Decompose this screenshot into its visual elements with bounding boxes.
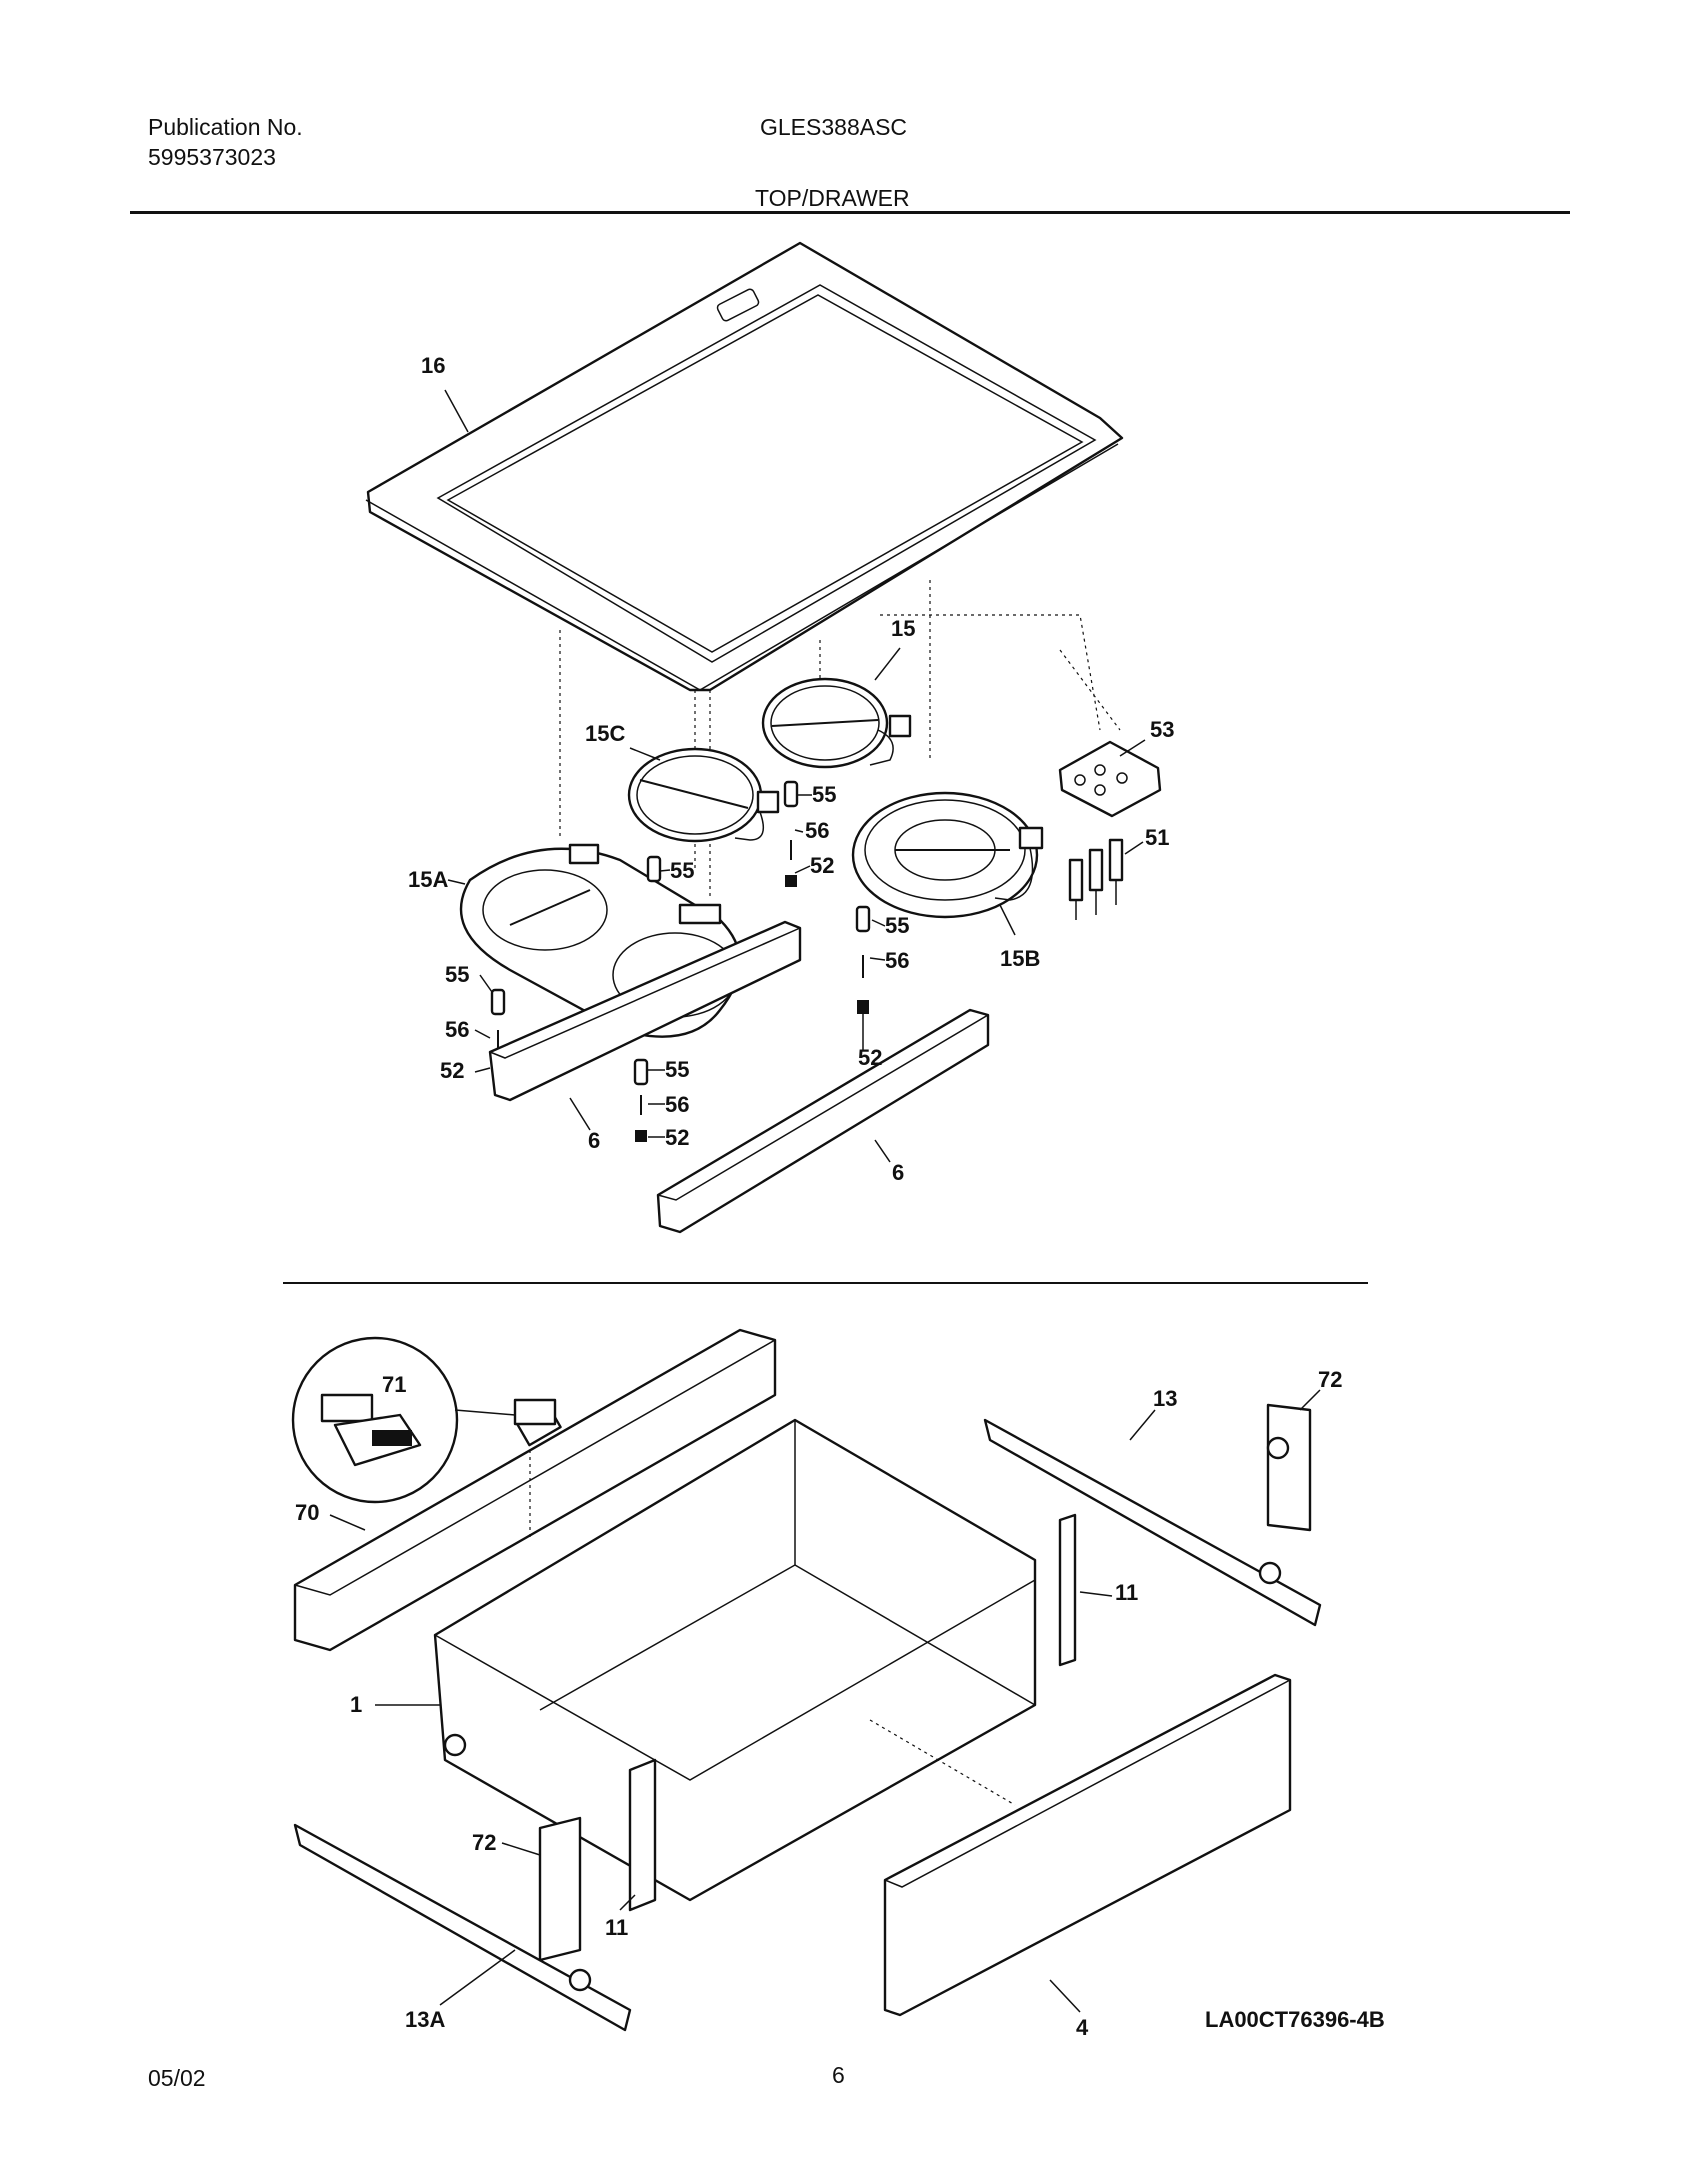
callout-leaders bbox=[329, 389, 1321, 2013]
section-title: TOP/DRAWER bbox=[755, 185, 910, 211]
callout-11-a: 11 bbox=[1115, 1580, 1138, 1605]
callout-56-d: 56 bbox=[885, 948, 909, 973]
callout-52-d: 52 bbox=[858, 1045, 882, 1070]
publication-label: Publication No. bbox=[148, 114, 303, 140]
callout-55-a: 55 bbox=[812, 782, 836, 807]
callout-55-d: 55 bbox=[885, 913, 909, 938]
footer-date: 05/02 bbox=[148, 2065, 206, 2091]
slide-bracket-11-right bbox=[1058, 1513, 1077, 1667]
drawer-front-rail-70 bbox=[293, 1328, 777, 1652]
model-number: GLES388ASC bbox=[760, 114, 908, 140]
callout-51: 51 bbox=[1145, 825, 1169, 850]
callout-15a: 15A bbox=[408, 867, 448, 892]
surface-element-15b bbox=[851, 791, 1044, 919]
drawer-slide-13 bbox=[983, 1418, 1322, 1627]
callout-56-e: 56 bbox=[665, 1092, 689, 1117]
callout-55-c: 55 bbox=[445, 962, 469, 987]
callout-labels: 16 15 15C 53 55 56 52 51 15A 55 55 56 15… bbox=[295, 353, 1385, 2040]
callout-53: 53 bbox=[1150, 717, 1174, 742]
element-support-rail-left bbox=[488, 920, 802, 1102]
drawer-front-panel-4 bbox=[883, 1673, 1292, 2017]
surface-element-15 bbox=[761, 677, 912, 769]
callout-52-e: 52 bbox=[665, 1125, 689, 1150]
callout-72-a: 72 bbox=[1318, 1367, 1342, 1392]
slide-bracket-72-left bbox=[538, 1816, 582, 1962]
callout-56-c: 56 bbox=[445, 1017, 469, 1042]
latch-detail-inset bbox=[291, 1336, 459, 1504]
callout-16: 16 bbox=[421, 353, 445, 378]
callout-6-a: 6 bbox=[588, 1128, 600, 1153]
terminal-blocks-51 bbox=[1068, 838, 1124, 920]
callout-71: 71 bbox=[382, 1372, 406, 1397]
callout-15c: 15C bbox=[585, 721, 625, 746]
drawer-slide-13a bbox=[293, 1823, 632, 2032]
callout-70: 70 bbox=[295, 1500, 319, 1525]
terminal-bracket-53 bbox=[1058, 740, 1162, 818]
callout-11-b: 11 bbox=[605, 1915, 628, 1940]
header-rule bbox=[130, 211, 1570, 214]
callout-56-a: 56 bbox=[805, 818, 829, 843]
drawing-code: LA00CT76396-4B bbox=[1205, 2007, 1385, 2032]
callout-6-b: 6 bbox=[892, 1160, 904, 1185]
slide-bracket-72-right bbox=[1266, 1403, 1312, 1532]
callout-52-c: 52 bbox=[440, 1058, 464, 1083]
element-support-rail-right bbox=[656, 1008, 990, 1234]
drawer-body-1 bbox=[433, 1418, 1037, 1902]
page-number: 6 bbox=[832, 2062, 845, 2088]
callout-55-b: 55 bbox=[670, 858, 694, 883]
alignment-lines bbox=[559, 580, 1121, 900]
callout-15: 15 bbox=[891, 616, 915, 641]
callout-15b: 15B bbox=[1000, 946, 1040, 971]
callout-55-e: 55 bbox=[665, 1057, 689, 1082]
surface-element-15c bbox=[627, 747, 780, 843]
callout-4: 4 bbox=[1076, 2015, 1089, 2040]
publication-number: 5995373023 bbox=[148, 144, 276, 170]
callout-52-a: 52 bbox=[810, 853, 834, 878]
callout-13: 13 bbox=[1153, 1386, 1177, 1411]
callout-13a: 13A bbox=[405, 2007, 445, 2032]
slide-bracket-11-left bbox=[628, 1758, 657, 1912]
glass-cooktop-part bbox=[365, 241, 1124, 692]
callout-1: 1 bbox=[350, 1692, 362, 1717]
callout-72-b: 72 bbox=[472, 1830, 496, 1855]
